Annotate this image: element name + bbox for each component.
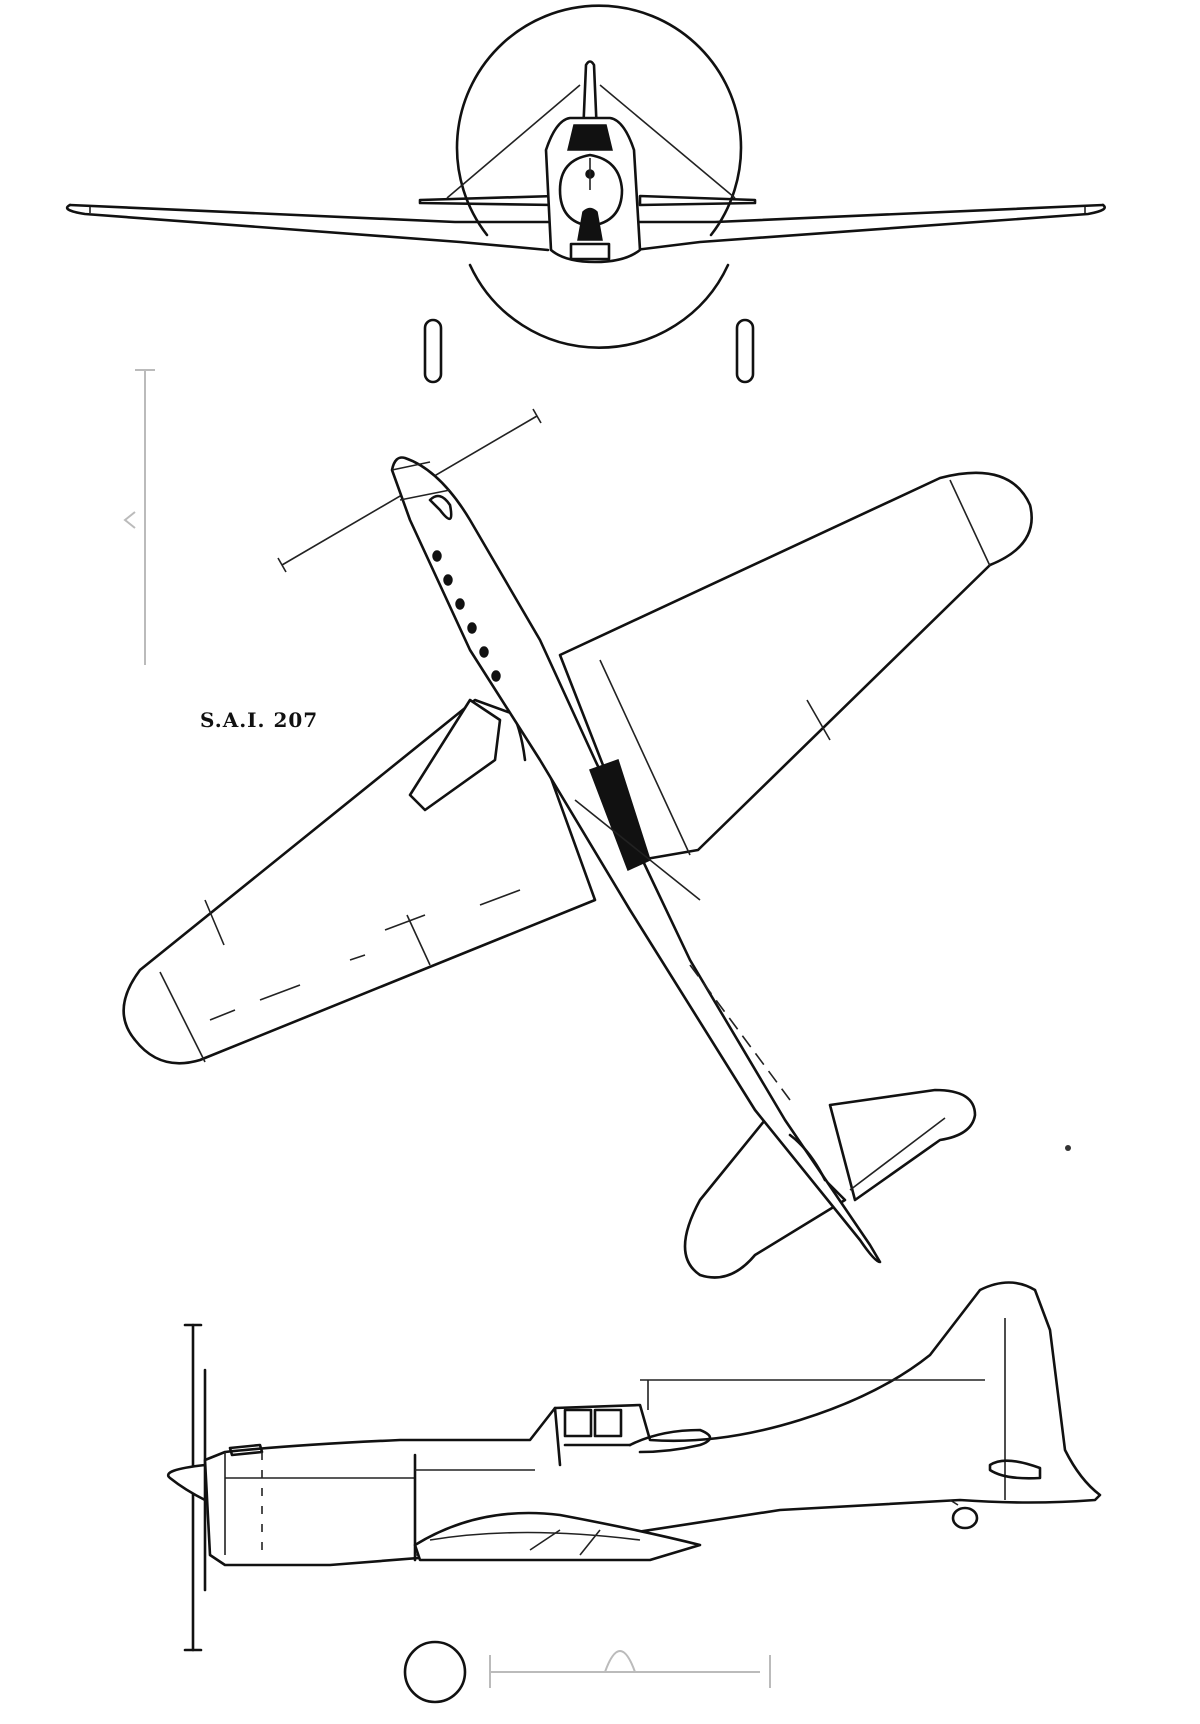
aircraft-designation-label: S.A.I. 207	[200, 708, 319, 732]
front-view	[65, 4, 1106, 384]
plan-view	[122, 369, 1033, 1279]
exhaust-stubs	[432, 550, 501, 682]
side-view	[167, 1281, 1102, 1704]
